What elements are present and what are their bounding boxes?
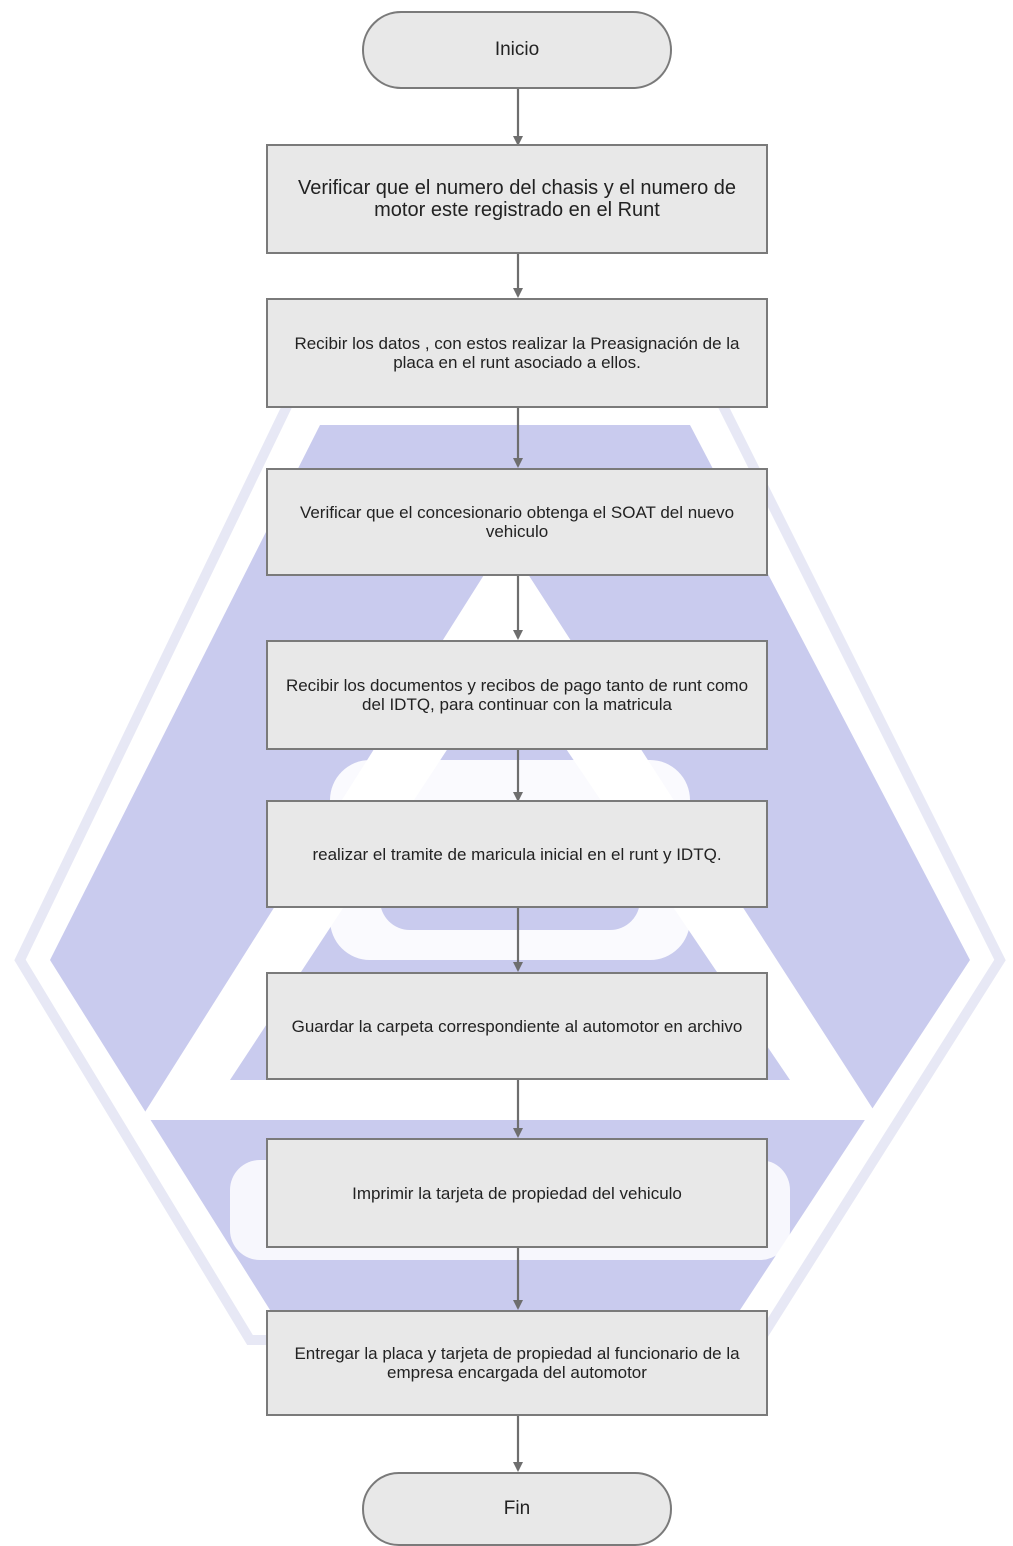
process-step-6-label: Guardar la carpeta correspondiente al au… (291, 1016, 743, 1036)
process-step-4-label: Recibir los documentos y recibos de pago… (285, 676, 749, 714)
end-label: Fin (503, 1498, 531, 1519)
process-step-1-label: Verificar que el numero del chasis y el … (297, 177, 736, 221)
process-step-1: Verificar que el numero del chasis y el … (266, 144, 768, 254)
start-terminal: Inicio (362, 11, 672, 89)
process-step-7: Imprimir la tarjeta de propiedad del veh… (266, 1138, 768, 1248)
process-step-8-label: Entregar la placa y tarjeta de propiedad… (294, 1344, 740, 1382)
start-label: Inicio (494, 39, 540, 60)
process-step-7-label: Imprimir la tarjeta de propiedad del veh… (352, 1183, 682, 1203)
process-step-2: Recibir los datos , con estos realizar l… (266, 298, 768, 408)
process-step-5-label: realizar el tramite de maricula inicial … (312, 844, 722, 864)
process-step-4: Recibir los documentos y recibos de pago… (266, 640, 768, 750)
process-step-5: realizar el tramite de maricula inicial … (266, 800, 768, 908)
end-terminal: Fin (362, 1472, 672, 1546)
process-step-6: Guardar la carpeta correspondiente al au… (266, 972, 768, 1080)
process-step-3-label: Verificar que el concesionario obtenga e… (299, 503, 735, 541)
process-step-8: Entregar la placa y tarjeta de propiedad… (266, 1310, 768, 1416)
process-step-2-label: Recibir los datos , con estos realizar l… (294, 334, 740, 372)
process-step-3: Verificar que el concesionario obtenga e… (266, 468, 768, 576)
